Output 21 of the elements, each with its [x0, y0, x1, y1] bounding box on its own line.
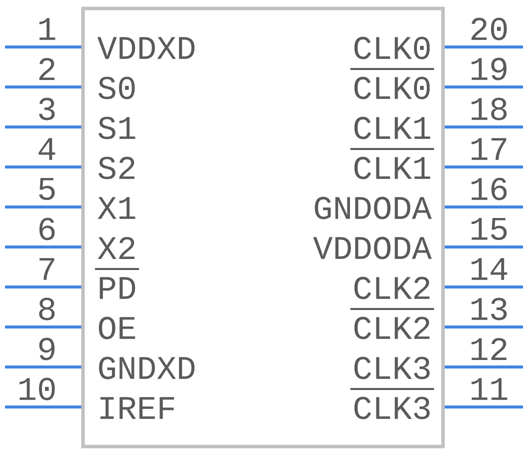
pin-name: GNDXD [99, 356, 195, 380]
pin-name: CLK2 [354, 276, 430, 300]
chip-body [81, 6, 445, 448]
pin-name: CLK1 [354, 116, 430, 140]
pin-name: CLK3 [354, 356, 430, 380]
pin-name: S0 [98, 76, 135, 100]
pin-name: OE [98, 316, 136, 340]
pin-name: CLK0 [354, 36, 430, 60]
pin-name: CLK0 [350, 68, 434, 100]
pin-name: VDDODA [313, 236, 432, 260]
pin-name: X2 [98, 236, 134, 260]
pin-name: S2 [98, 156, 134, 180]
pin-name: IREF [100, 397, 174, 419]
pin-name: PD [95, 268, 139, 299]
pin-name: CLK1 [350, 148, 434, 180]
pin-name: S1 [98, 116, 136, 140]
pin-name: CLK2 [350, 308, 434, 340]
pin-name: CLK3 [350, 388, 434, 420]
pin-name: GNDODA [314, 196, 432, 220]
pin-name: X1 [98, 197, 136, 219]
pin-name: VDDXD [97, 37, 195, 59]
